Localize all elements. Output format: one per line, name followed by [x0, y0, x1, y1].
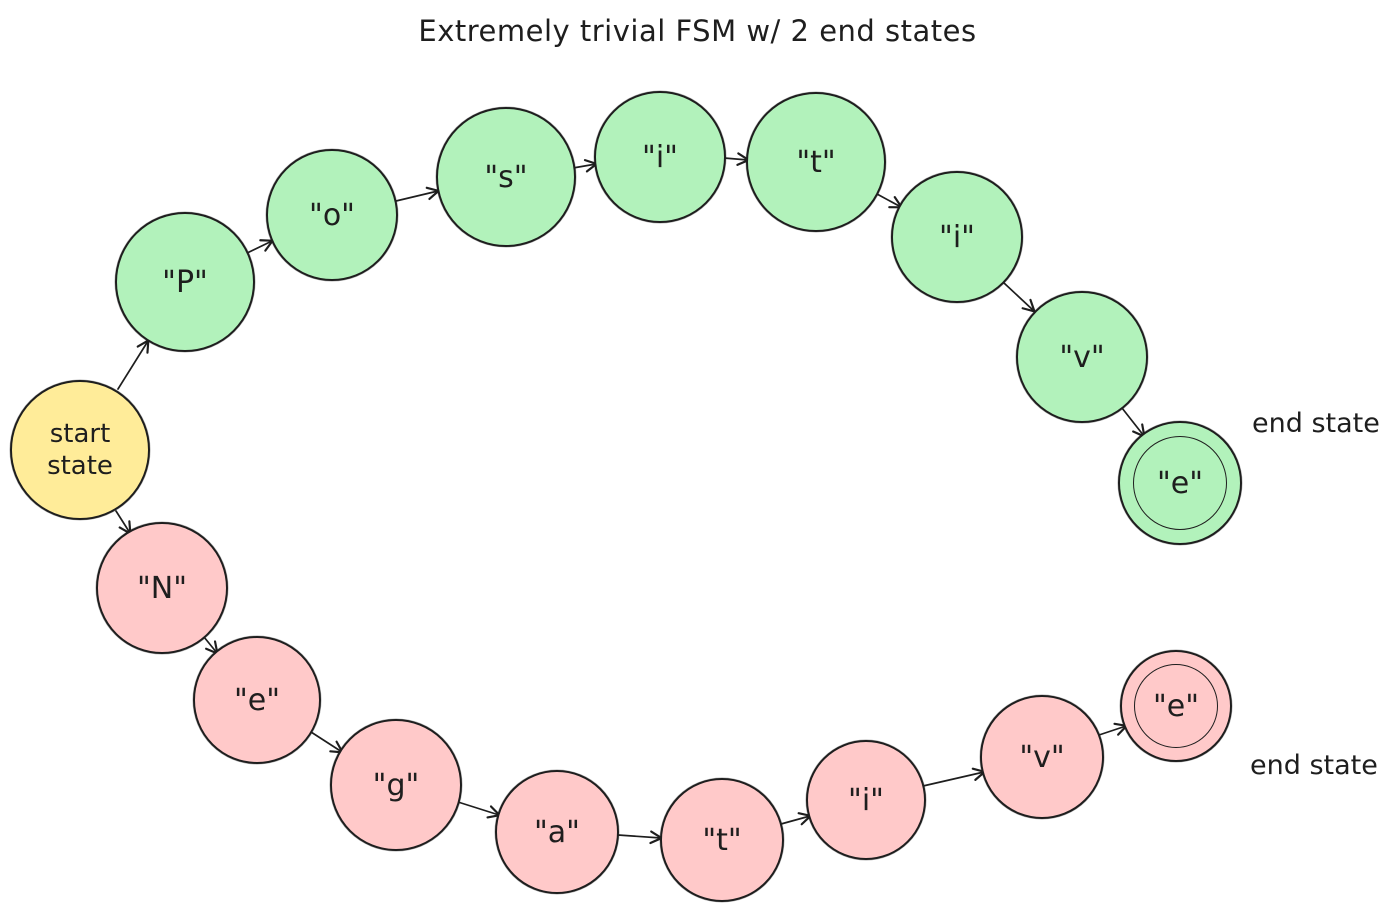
positive-state-4: "i" — [594, 91, 726, 223]
state-label: "v" — [1059, 339, 1105, 375]
arrow-start-to-pos1 — [117, 341, 148, 390]
state-label: "e" — [233, 682, 281, 718]
state-label: "s" — [484, 159, 528, 195]
negative-state-7: "v" — [980, 695, 1104, 819]
positive-state-2: "o" — [266, 149, 398, 281]
state-label: "i" — [642, 139, 678, 175]
positive-state-6: "i" — [891, 171, 1023, 303]
arrow-neg5-to-neg6 — [780, 816, 810, 824]
state-label: "P" — [162, 264, 208, 300]
negative-state-2: "e" — [193, 636, 321, 764]
positive-state-3: "s" — [436, 107, 576, 247]
arrow-pos7-to-pos8 — [1121, 407, 1144, 436]
state-label: "t" — [702, 822, 742, 858]
negative-state-5: "t" — [660, 778, 784, 902]
negative-state-6: "i" — [806, 740, 926, 860]
arrow-pos4-to-pos5 — [723, 158, 748, 160]
state-label: "i" — [848, 782, 884, 818]
end-state-label-negative: end state — [1250, 750, 1378, 781]
negative-state-4: "a" — [495, 770, 619, 894]
arrow-neg6-to-neg7 — [922, 772, 984, 787]
state-label: "N" — [136, 570, 188, 606]
state-label: "e" — [1156, 465, 1204, 501]
arrow-neg7-to-neg8 — [1098, 726, 1126, 736]
state-label: "a" — [534, 814, 580, 850]
arrow-pos5-to-pos6 — [876, 193, 901, 207]
state-label: "i" — [939, 219, 975, 255]
negative-state-1: "N" — [96, 522, 228, 654]
arrow-pos6-to-pos7 — [1003, 282, 1034, 311]
state-label: "t" — [796, 144, 836, 180]
diagram-title: Extremely trivial FSM w/ 2 end states — [418, 14, 977, 48]
start-state-label: start state — [47, 418, 113, 482]
state-label: "e" — [1152, 688, 1200, 724]
positive-end-state: "e" — [1118, 421, 1242, 545]
end-state-label-positive: end state — [1252, 408, 1380, 439]
arrow-pos2-to-pos3 — [395, 191, 438, 202]
arrow-neg3-to-neg4 — [457, 801, 499, 815]
state-label: "o" — [309, 197, 355, 233]
positive-state-1: "P" — [115, 212, 255, 352]
negative-end-state: "e" — [1120, 650, 1232, 762]
state-label: "g" — [372, 767, 420, 803]
arrow-neg4-to-neg5 — [617, 835, 661, 838]
positive-state-7: "v" — [1016, 291, 1148, 423]
arrow-neg2-to-neg3 — [310, 731, 342, 752]
positive-state-5: "t" — [746, 92, 886, 232]
state-label: "v" — [1019, 739, 1065, 775]
start-state-node: start state — [10, 380, 150, 520]
arrow-pos3-to-pos4 — [572, 164, 596, 168]
negative-state-3: "g" — [330, 719, 462, 851]
arrow-start-to-neg1 — [115, 510, 130, 533]
